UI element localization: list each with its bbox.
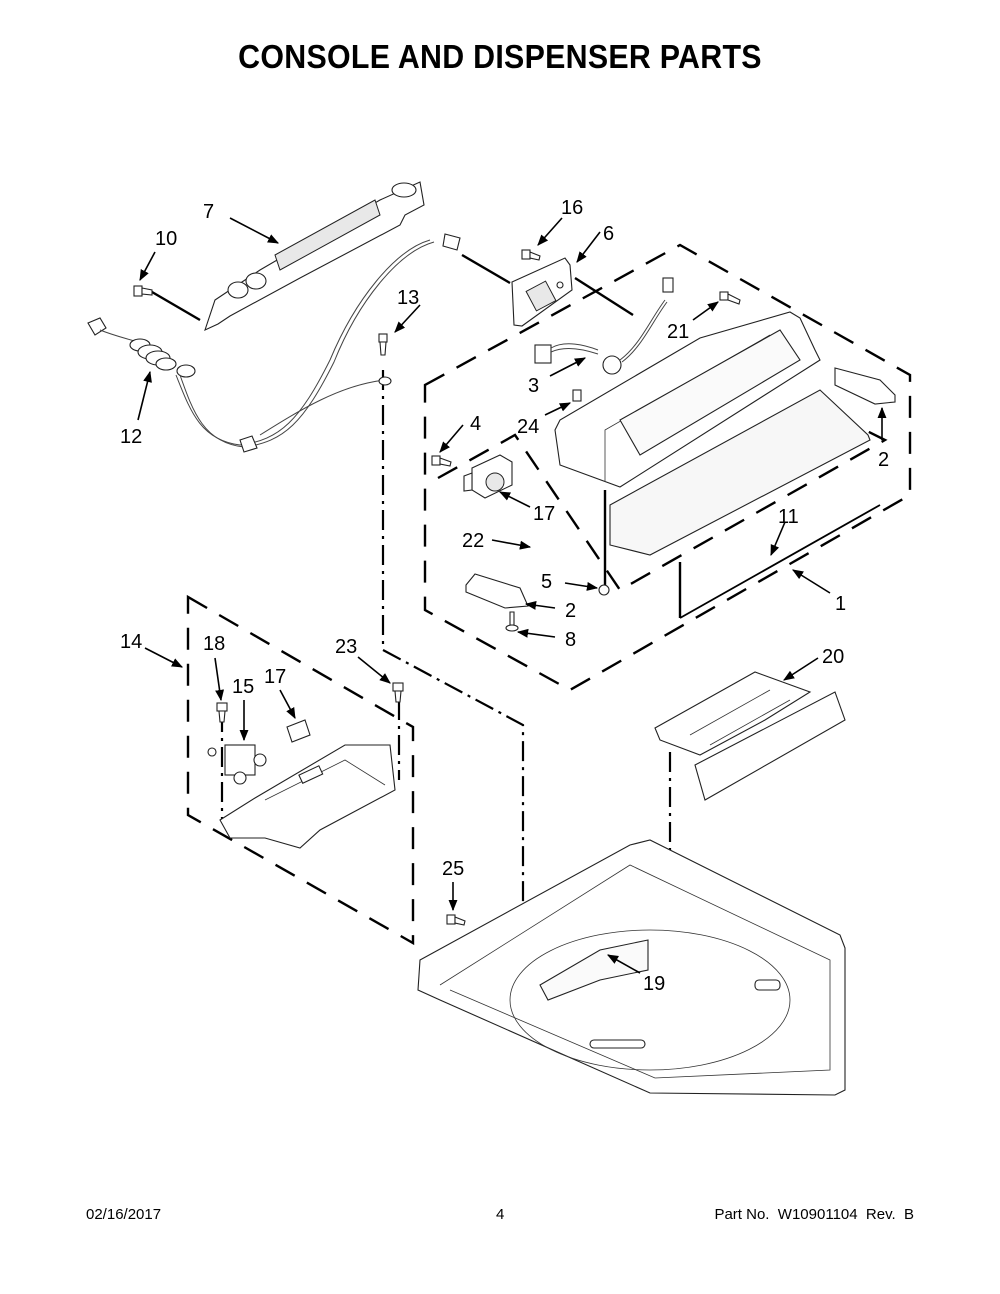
callout-4: 4	[470, 413, 481, 435]
leader-5	[564, 582, 599, 591]
callout-16: 17	[264, 666, 286, 688]
module-17-part	[463, 454, 513, 499]
screw-4-part	[431, 455, 452, 467]
leader-15	[537, 217, 563, 246]
leader-17	[498, 491, 531, 508]
leader-8	[516, 628, 556, 638]
clip-5-part	[598, 584, 610, 596]
leader-4	[439, 424, 464, 453]
dispenser-drawer-part	[654, 671, 846, 801]
console-assembly-outline	[423, 243, 912, 692]
callout-23: 23	[335, 636, 357, 658]
screw-23-part	[392, 682, 404, 703]
leader-7	[229, 217, 279, 244]
page-title: CONSOLE AND DISPENSER PARTS	[238, 38, 762, 75]
callout-18: 18	[203, 633, 225, 655]
leader-24	[544, 402, 572, 416]
callout-1: 1	[835, 593, 846, 615]
screw-21-part	[719, 291, 741, 305]
ground-screw-12-part	[378, 333, 388, 356]
callout-13: 14	[120, 631, 142, 653]
callout-10: 11	[778, 506, 799, 528]
leader-21	[692, 301, 719, 321]
control-board-part	[511, 257, 573, 327]
console-inner-outline	[437, 423, 888, 592]
screw-8-part	[505, 611, 519, 632]
leader-6	[576, 231, 601, 263]
callout-25: 25	[442, 858, 464, 880]
leader-13	[144, 647, 183, 668]
callout-12: 13	[397, 287, 419, 309]
leader-22	[491, 539, 532, 550]
screw9-connector	[151, 290, 201, 322]
callout-22: 22	[462, 530, 484, 552]
callout-2-upper: 2	[878, 449, 889, 471]
water-valve-part	[207, 744, 267, 785]
callout-2-lower: 2	[565, 600, 576, 622]
dispenser-bracket-part	[219, 744, 396, 849]
callout-3: 3	[528, 375, 539, 397]
leader-12	[394, 304, 421, 333]
callout-9: 10	[155, 228, 177, 250]
callout-20: 20	[822, 646, 844, 668]
clip-24-part	[572, 389, 582, 402]
screw-18-part	[216, 702, 228, 723]
dispenser-assembly-outline	[186, 594, 415, 946]
callout-17: 17	[533, 503, 555, 525]
power-cord-part	[87, 233, 461, 453]
harness-connector	[461, 253, 511, 285]
end-cap-left-part	[465, 573, 529, 609]
callout-6: 6	[603, 223, 614, 245]
callout-19: 19	[643, 973, 665, 995]
footer-date: 02/16/2017	[86, 1206, 162, 1223]
leader-18	[214, 657, 225, 702]
callout-24: 24	[517, 416, 539, 438]
leader-1	[792, 569, 831, 594]
callout-14: 15	[232, 676, 254, 698]
callout-15: 16	[561, 197, 583, 219]
leader-9	[139, 251, 156, 281]
footer-page-number: 4	[496, 1206, 505, 1223]
leader-20	[783, 657, 819, 681]
end-cap-right-part	[834, 367, 896, 405]
ground-alignment-line	[381, 370, 525, 945]
callout-7: 7	[203, 201, 214, 223]
leader-23	[357, 656, 391, 684]
leader-19	[607, 954, 641, 974]
screw-9-part	[133, 285, 153, 297]
callout-5: 5	[541, 571, 552, 593]
leader-11	[137, 370, 152, 421]
footer-part-number: Part No. W10901104 Rev. B	[714, 1206, 914, 1223]
console-panel-part	[204, 181, 425, 332]
wire-harness-part	[534, 277, 674, 375]
leader-3	[549, 357, 586, 377]
sensor-16-part	[286, 719, 311, 743]
leader-16	[279, 689, 296, 719]
board-connector	[574, 276, 634, 317]
console-body-part	[554, 311, 871, 556]
callout-11: 12	[120, 426, 142, 448]
callout-8: 8	[565, 629, 576, 651]
screw-25-part	[446, 914, 466, 926]
leader-2b	[524, 600, 556, 610]
trim-strip-part	[679, 504, 881, 619]
callout-21: 21	[667, 321, 689, 343]
leader-10	[770, 521, 786, 557]
screw-15-part	[521, 249, 541, 261]
